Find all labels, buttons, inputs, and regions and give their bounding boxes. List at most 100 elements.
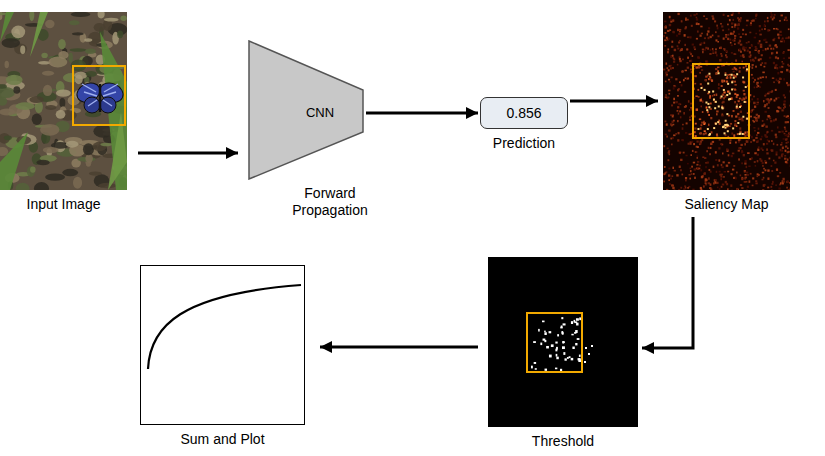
drawing-part: [677, 13, 679, 15]
drawing-part: [754, 130, 756, 132]
drawing-part: [738, 100, 740, 102]
drawing-part: [784, 128, 786, 130]
drawing-part: [705, 166, 707, 168]
drawing-part: [737, 133, 739, 135]
drawing-part: [696, 18, 698, 20]
drawing-part: [98, 12, 105, 18]
drawing-part: [755, 46, 757, 48]
drawing-part: [700, 124, 702, 126]
drawing-part: [733, 74, 735, 76]
drawing-part: [731, 74, 733, 76]
drawing-part: [787, 159, 789, 161]
drawing-part: [677, 64, 679, 66]
threshold-illustration: [488, 257, 638, 427]
drawing-part: [694, 168, 696, 170]
drawing-part: [689, 142, 691, 144]
drawing-part: [695, 151, 697, 153]
drawing-part: [776, 153, 778, 155]
drawing-part: [777, 126, 779, 128]
drawing-part: [722, 94, 724, 96]
drawing-part: [762, 162, 764, 164]
drawing-part: [670, 138, 672, 140]
drawing-part: [668, 130, 670, 132]
drawing-part: [739, 70, 741, 72]
drawing-part: [100, 32, 127, 190]
drawing-part: [779, 66, 781, 68]
drawing-part: [722, 29, 724, 31]
drawing-part: [712, 50, 714, 52]
drawing-part: [72, 32, 84, 35]
drawing-part: [739, 106, 741, 108]
drawing-part: [738, 23, 740, 25]
drawing-part: [722, 184, 724, 186]
drawing-part: [728, 98, 730, 100]
drawing-part: [576, 318, 579, 321]
drawing-part: [780, 78, 782, 80]
drawing-part: [719, 139, 721, 141]
drawing-part: [775, 118, 777, 120]
drawing-part: [733, 19, 735, 21]
drawing-part: [673, 120, 675, 122]
drawing-part: [682, 70, 684, 72]
drawing-part: [768, 100, 770, 102]
drawing-part: [732, 153, 734, 155]
drawing-part: [684, 44, 686, 46]
drawing-part: [786, 181, 788, 183]
drawing-part: [673, 57, 675, 59]
drawing-part: [759, 40, 761, 42]
drawing-part: [778, 131, 780, 133]
drawing-part: [555, 342, 557, 344]
drawing-part: [735, 142, 737, 144]
drawing-part: [672, 124, 674, 126]
drawing-part: [726, 165, 728, 167]
drawing-part: [556, 347, 558, 350]
drawing-part: [700, 66, 702, 68]
drawing-part: [679, 152, 681, 154]
drawing-part: [734, 81, 736, 83]
drawing-part: [11, 26, 25, 39]
drawing-part: [783, 40, 785, 42]
drawing-part: [73, 66, 125, 125]
drawing-part: [69, 20, 80, 25]
drawing-part: [43, 147, 59, 153]
drawing-part: [83, 143, 94, 155]
drawing-part: [750, 173, 752, 175]
drawing-part: [765, 93, 767, 95]
drawing-part: [746, 172, 748, 174]
drawing-part: [16, 102, 35, 110]
drawing-part: [664, 166, 666, 168]
drawing-part: [767, 131, 769, 133]
drawing-part: [739, 147, 741, 149]
drawing-part: [772, 18, 774, 20]
drawing-part: [760, 44, 762, 46]
drawing-part: [705, 47, 707, 49]
drawing-part: [759, 86, 761, 88]
drawing-part: [731, 14, 733, 16]
drawing-part: [670, 20, 672, 22]
drawing-part: [742, 81, 744, 83]
drawing-part: [701, 33, 703, 35]
drawing-part: [664, 21, 666, 23]
drawing-part: [787, 151, 789, 153]
drawing-part: [745, 101, 747, 103]
drawing-part: [744, 143, 746, 145]
drawing-part: [721, 144, 723, 146]
drawing-part: [742, 29, 744, 31]
drawing-part: [710, 103, 712, 105]
drawing-part: [56, 110, 66, 119]
drawing-part: [782, 63, 784, 65]
drawing-part: [544, 332, 546, 335]
drawing-part: [728, 162, 730, 164]
drawing-part: [665, 96, 667, 98]
drawing-part: [738, 139, 740, 141]
drawing-part: [784, 133, 786, 135]
drawing-part: [671, 175, 673, 177]
drawing-part: [673, 31, 675, 33]
drawing-part: [728, 29, 730, 31]
drawing-part: [760, 64, 762, 66]
drawing-part: [750, 110, 752, 112]
drawing-part: [760, 160, 762, 162]
drawing-part: [739, 20, 741, 22]
drawing-part: [725, 36, 727, 38]
block-label: CNN: [306, 104, 334, 121]
